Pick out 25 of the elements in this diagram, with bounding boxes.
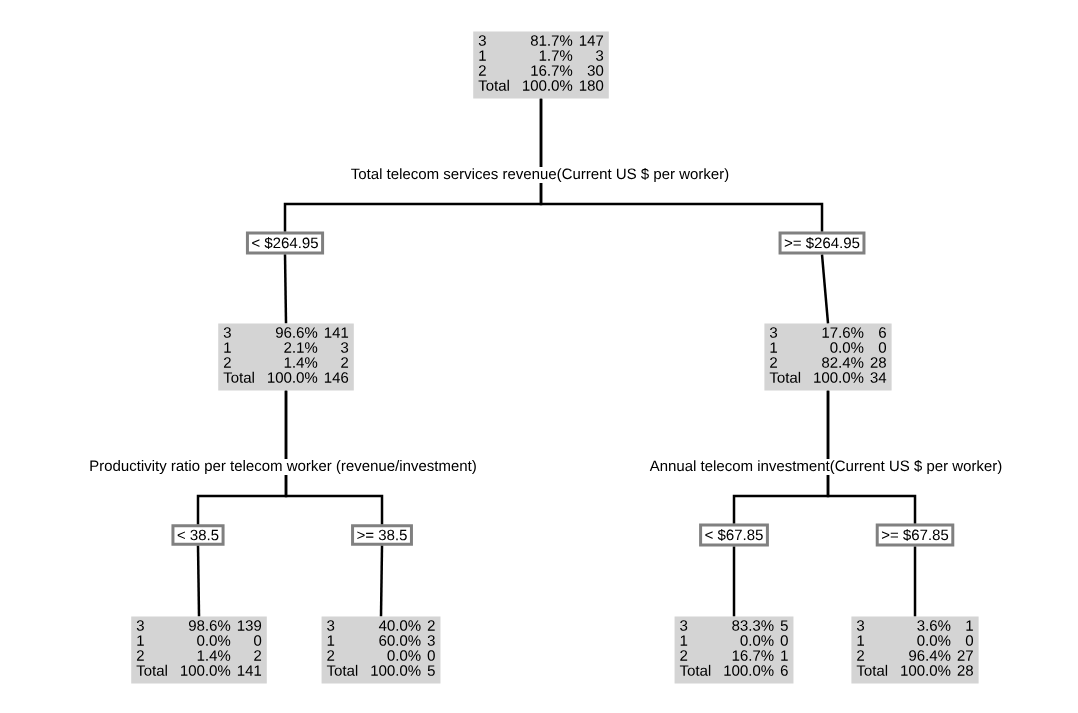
split-condition-box: >= $67.85 [875, 523, 955, 547]
split-condition-box: >= 38.5 [351, 524, 413, 546]
split-label: Annual telecom investment(Current US $ per worker) [648, 458, 1004, 476]
connector-line [284, 390, 384, 525]
class-count-table: 3 17.6% 6 1 0.0% 0 2 82.4% 28 Total 100.0% 34 [764, 323, 892, 391]
connector-line [913, 546, 917, 617]
connector-line [826, 390, 917, 524]
class-count-table: 3 98.6% 139 1 0.0% 0 2 1.4% 2 Total 100.0% 141 [131, 616, 267, 684]
connector-line [732, 546, 736, 617]
split-condition-box: < $264.95 [245, 231, 325, 255]
class-count-table: 3 81.7% 147 1 1.7% 3 2 16.7% 30 Total 100.0% 180 [473, 31, 609, 99]
connector-line [539, 98, 824, 232]
connector-line [820, 254, 830, 324]
connector-line [283, 254, 288, 324]
class-count-table: 3 40.0% 2 1 60.0% 3 2 0.0% 0 Total 100.0% 5 [321, 616, 441, 684]
connector-line [196, 545, 201, 617]
split-label: Total telecom services revenue(Current US $ per worker) [349, 166, 731, 184]
split-condition-box: < 38.5 [171, 524, 225, 546]
split-condition-box: >= $264.95 [778, 231, 866, 255]
split-condition-box: < $67.85 [699, 523, 769, 547]
class-count-table: 3 3.6% 1 1 0.0% 0 2 96.4% 27 Total 100.0% 28 [851, 616, 979, 684]
class-count-table: 3 96.6% 141 1 2.1% 3 2 1.4% 2 Total 100.0% 146 [218, 323, 354, 391]
connector-line [379, 545, 384, 617]
class-count-table: 3 83.3% 5 1 0.0% 0 2 16.7% 1 Total 100.0% 6 [674, 616, 794, 684]
split-label: Productivity ratio per telecom worker (revenue/investment) [88, 459, 478, 475]
